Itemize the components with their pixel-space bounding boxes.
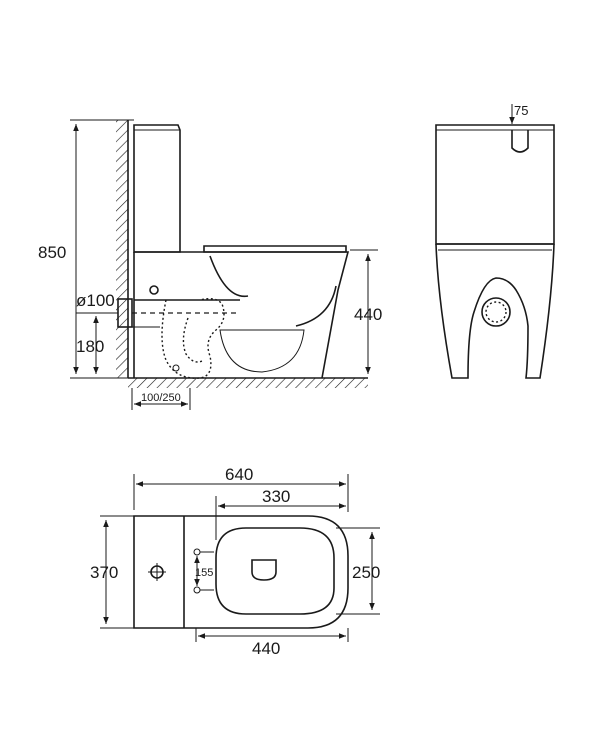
fixing-hole-top — [193, 548, 201, 556]
pan-front-outline — [435, 243, 555, 379]
trap-path — [161, 297, 225, 379]
floor-hatch — [128, 378, 368, 388]
inlet-hole — [149, 285, 159, 295]
fixing-spacing-label: 155 — [195, 567, 213, 579]
pan-length-label: 440 — [252, 639, 280, 658]
seat-lid-side — [203, 245, 347, 253]
seat-top — [215, 527, 335, 615]
side-view: 850 ø100 180 440 100/250 — [38, 119, 382, 410]
bowl-length-label: 330 — [262, 487, 290, 506]
total-width-label: 370 — [90, 563, 118, 582]
bowl-width-label: 250 — [352, 563, 380, 582]
cistern-side — [133, 124, 181, 253]
inlet-offset-label: 75 — [514, 103, 528, 118]
outlet-diameter-label: ø100 — [76, 291, 115, 310]
cistern-front — [435, 124, 555, 245]
top-outline — [133, 515, 349, 629]
seat-height-label: 440 — [354, 305, 382, 324]
outlet-height-label: 180 — [76, 337, 104, 356]
pan-outline — [134, 251, 350, 379]
outlet-ring — [481, 297, 511, 327]
total-height-label: 850 — [38, 243, 66, 262]
flush-button-icon — [511, 130, 529, 153]
front-view: 75 — [435, 103, 555, 379]
fixing-hole-bottom — [193, 586, 201, 594]
wall-hatch — [116, 120, 128, 378]
total-length-label: 640 — [225, 465, 253, 484]
water-seal — [219, 329, 305, 373]
bowl-opening — [251, 559, 277, 581]
top-view: 155 640 330 370 250 440 — [90, 465, 380, 658]
roughin-label: 100/250 — [141, 392, 181, 404]
